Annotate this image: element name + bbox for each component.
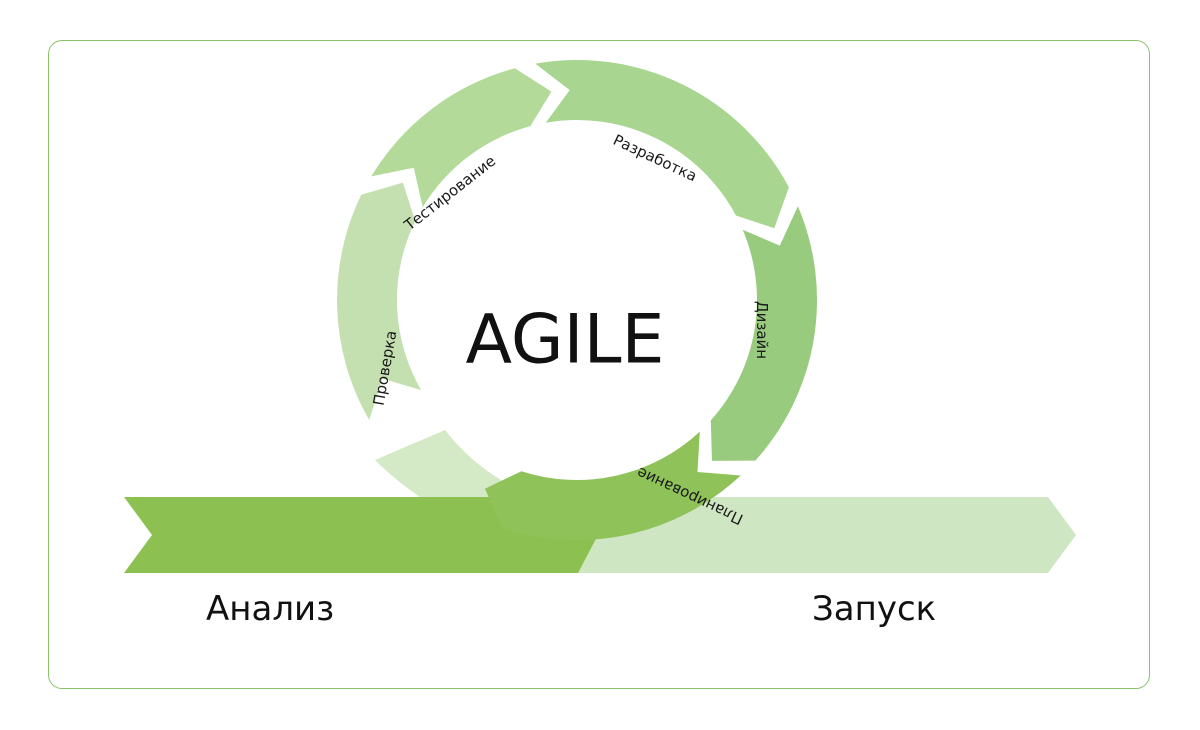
segment-review <box>337 182 422 420</box>
segment-development <box>535 59 789 229</box>
phase-label-analysis: Анализ <box>206 589 334 629</box>
segment-testing <box>371 68 552 208</box>
center-title: AGILE <box>466 301 665 380</box>
segment-planning <box>484 431 741 541</box>
analysis-arrow <box>124 497 598 573</box>
cycle-ring <box>337 59 818 541</box>
ghost-segment <box>375 430 535 497</box>
phase-label-launch: Запуск <box>812 589 936 629</box>
diagram-frame <box>48 40 1150 689</box>
segment-label-design: Дизайн <box>753 301 771 359</box>
launch-arrow <box>565 497 1076 573</box>
segment-design <box>710 206 818 461</box>
